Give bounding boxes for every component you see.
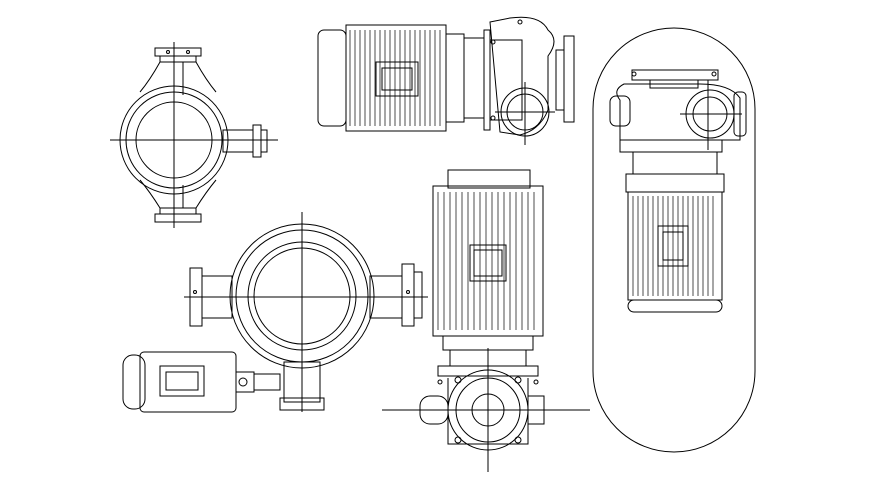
- motor-cooling-fins: [438, 192, 534, 330]
- motor-cooling-fins: [633, 196, 713, 296]
- pump-in-rounded-frame: [593, 28, 755, 452]
- vertical-motor-front-view: [382, 170, 590, 472]
- horizontal-motor-pump-side-view: [318, 17, 574, 145]
- large-volute-with-motor-top-view: [123, 212, 428, 412]
- motor-cooling-fins: [350, 30, 440, 126]
- volute-top-view: [110, 42, 278, 228]
